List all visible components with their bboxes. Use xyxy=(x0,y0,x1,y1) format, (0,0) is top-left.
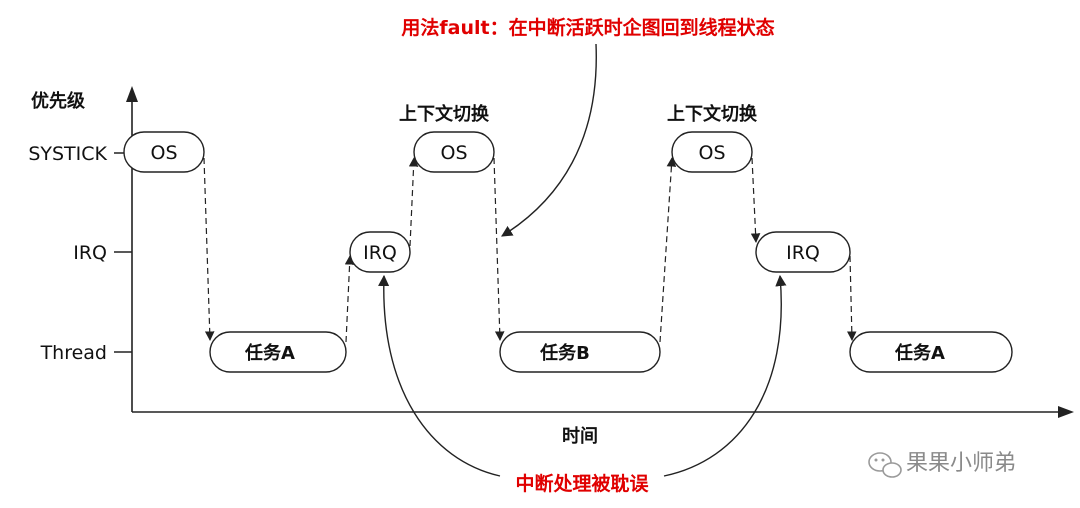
transition-os3-to-irq2 xyxy=(750,157,761,243)
watermark-text: 果果小师弟 xyxy=(906,451,1016,476)
level-thread: Thread xyxy=(40,342,107,364)
os-box-3 xyxy=(671,131,753,173)
task-b-box-label: 任务B xyxy=(539,342,590,364)
delay-pointer-curve-left xyxy=(378,274,501,477)
irq-box-1 xyxy=(349,231,411,273)
wechat-icon xyxy=(868,452,902,478)
task-a-box-1 xyxy=(209,331,347,373)
os-box-2 xyxy=(413,131,495,173)
delay-annotation: 中断处理被耽误 xyxy=(515,472,649,495)
transition-task-b-to-os3 xyxy=(659,157,677,343)
irq-box-2 xyxy=(755,231,851,273)
transition-irq-to-os2 xyxy=(408,157,419,247)
task-a-box-2-label: 任务A xyxy=(894,342,945,364)
level-irq: IRQ xyxy=(73,242,107,264)
os-box-3-label: OS xyxy=(698,142,725,164)
transition-os1-to-task-a xyxy=(203,157,215,341)
y-axis-arrowhead xyxy=(126,86,138,102)
context-switch-label-1: 上下文切换 xyxy=(399,103,490,125)
task-b-box xyxy=(499,331,661,373)
delay-pointer-curve-right xyxy=(663,274,787,477)
task-a-box-1-label: 任务A xyxy=(244,342,295,364)
fault-pointer-curve xyxy=(501,43,597,237)
y-axis-title: 优先级 xyxy=(31,90,86,112)
irq-box-2-label: IRQ xyxy=(786,242,820,264)
os-box-1 xyxy=(123,131,205,173)
task-a-box-2 xyxy=(849,331,1013,373)
os-box-2-label: OS xyxy=(440,142,467,164)
x-axis-arrowhead xyxy=(1058,406,1074,418)
irq-box-1-label: IRQ xyxy=(363,242,397,264)
fault-annotation: 用法fault：在中断活跃时企图回到线程状态 xyxy=(401,16,774,39)
level-systick: SYSTICK xyxy=(28,143,107,165)
context-switch-label-2: 上下文切换 xyxy=(667,103,758,125)
transition-os2-to-task-b xyxy=(493,157,505,341)
os-box-1-label: OS xyxy=(150,142,177,164)
x-axis-title: 时间 xyxy=(562,426,598,447)
transition-irq2-to-task-a xyxy=(846,255,857,341)
transition-task-a-to-irq xyxy=(344,255,355,343)
